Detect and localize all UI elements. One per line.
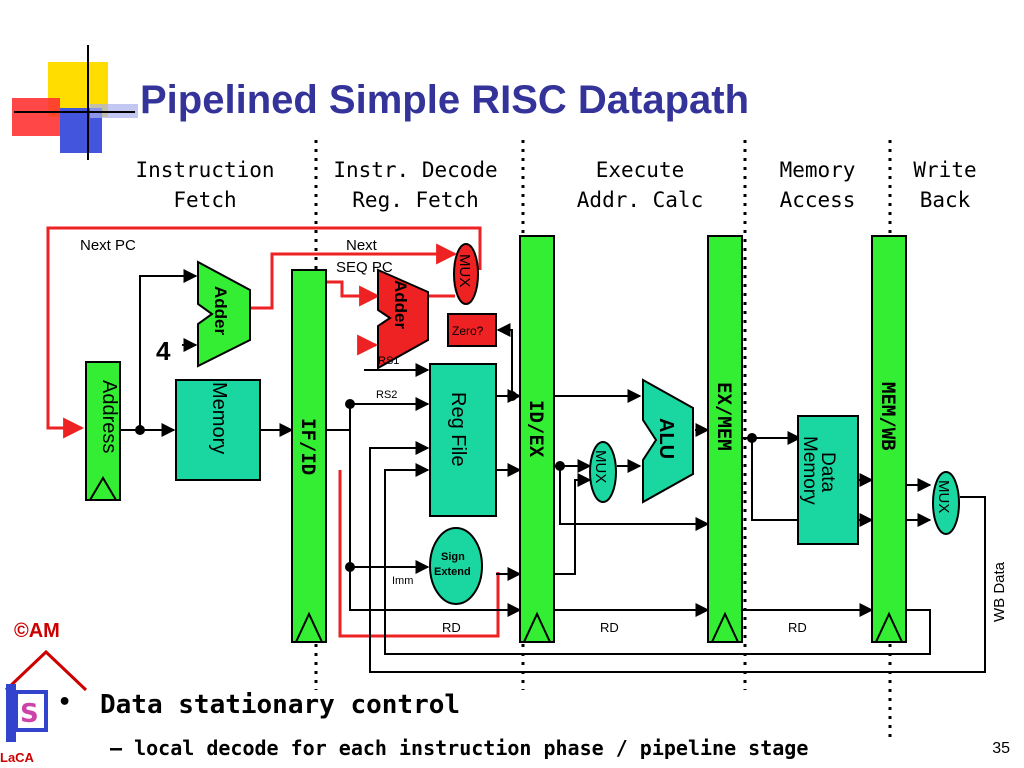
data-memory: [797, 415, 859, 545]
if-id-label: IF/ID: [297, 418, 319, 475]
sign-extend-label-2: Extend: [434, 566, 471, 578]
mem-wb-register: [871, 235, 907, 643]
mem-wb-clock-icon: [874, 611, 904, 643]
id-ex-label: ID/EX: [525, 400, 547, 458]
if-id-register: [291, 269, 327, 643]
pc-clock-icon: [88, 476, 118, 501]
if-adder: [197, 260, 251, 368]
alu-mux: [589, 441, 617, 503]
register-file: [429, 363, 497, 517]
memory-label: Memory: [208, 382, 230, 454]
ex-mem-label: EX/MEM: [713, 382, 735, 451]
wb-mux-label: MUX: [935, 480, 952, 513]
red-pc-paths: [46, 226, 500, 638]
wb-data-label: WB Data: [991, 561, 1008, 622]
pc-mux-label: MUX: [456, 254, 473, 287]
next-seq-pc-label-1: Next: [346, 237, 378, 254]
rs1-label: RS1: [378, 355, 399, 367]
laca-logo: S: [4, 649, 88, 742]
page-title: Pipelined Simple RISC Datapath: [140, 78, 750, 122]
copyright: ©AM: [14, 620, 60, 642]
page-number: 35: [992, 740, 1010, 757]
bullet-sub: – local decode for each instruction phas…: [110, 736, 809, 760]
id-ex-clock-icon: [522, 611, 552, 643]
next-seq-pc-label-2: SEQ PC: [336, 259, 393, 276]
wb-mux: [932, 471, 960, 535]
wire-junctions: [135, 391, 757, 572]
laca-text: LaCA: [0, 750, 35, 765]
slide-decoration: [12, 45, 138, 160]
rd-label-id: RD: [442, 620, 461, 635]
mem-wb-label: MEM/WB: [877, 382, 899, 451]
id-ex-register: [519, 235, 555, 643]
alu-label: ALU: [655, 418, 677, 459]
imm-label: Imm: [392, 575, 413, 587]
address-label: Address: [98, 380, 120, 453]
bullet-dot: •: [58, 690, 72, 715]
zero-detect: [447, 313, 497, 347]
data-memory-label-1: Data: [817, 452, 838, 493]
stage-execute: Execute Addr. Calc: [576, 158, 704, 212]
stage-write-back: Write Back: [913, 158, 977, 212]
branch-adder: [377, 268, 429, 370]
instruction-memory: [175, 379, 261, 481]
zero-label: Zero?: [452, 324, 484, 338]
alu: [642, 378, 694, 504]
rd-label-mem: RD: [788, 620, 807, 635]
constant-four: 4: [156, 336, 171, 366]
ex-mem-register: [707, 235, 743, 643]
stage-memory-access: Memory Access: [779, 158, 856, 212]
rs2-label: RS2: [376, 389, 397, 401]
if-adder-label: Adder: [211, 286, 230, 336]
sign-extend-label-1: Sign: [441, 551, 465, 563]
stage-instr-decode: Instr. Decode Reg. Fetch: [333, 158, 498, 212]
alu-mux-label: MUX: [592, 450, 609, 483]
rd-label-ex: RD: [600, 620, 619, 635]
sign-extend: [429, 527, 483, 605]
next-pc-label: Next PC: [80, 237, 136, 254]
pc-mux: [453, 243, 479, 305]
if-id-clock-icon: [294, 611, 324, 643]
bullet-main: Data stationary control: [100, 690, 461, 720]
red-square: [12, 98, 60, 136]
ex-mem-clock-icon: [710, 611, 740, 643]
reg-file-label: Reg File: [447, 392, 469, 466]
stage-instruction-fetch: Instruction Fetch: [135, 158, 275, 212]
data-memory-label-2: Memory: [799, 436, 820, 505]
svg-text:S: S: [20, 699, 39, 729]
branch-adder-label: Adder: [391, 280, 410, 330]
